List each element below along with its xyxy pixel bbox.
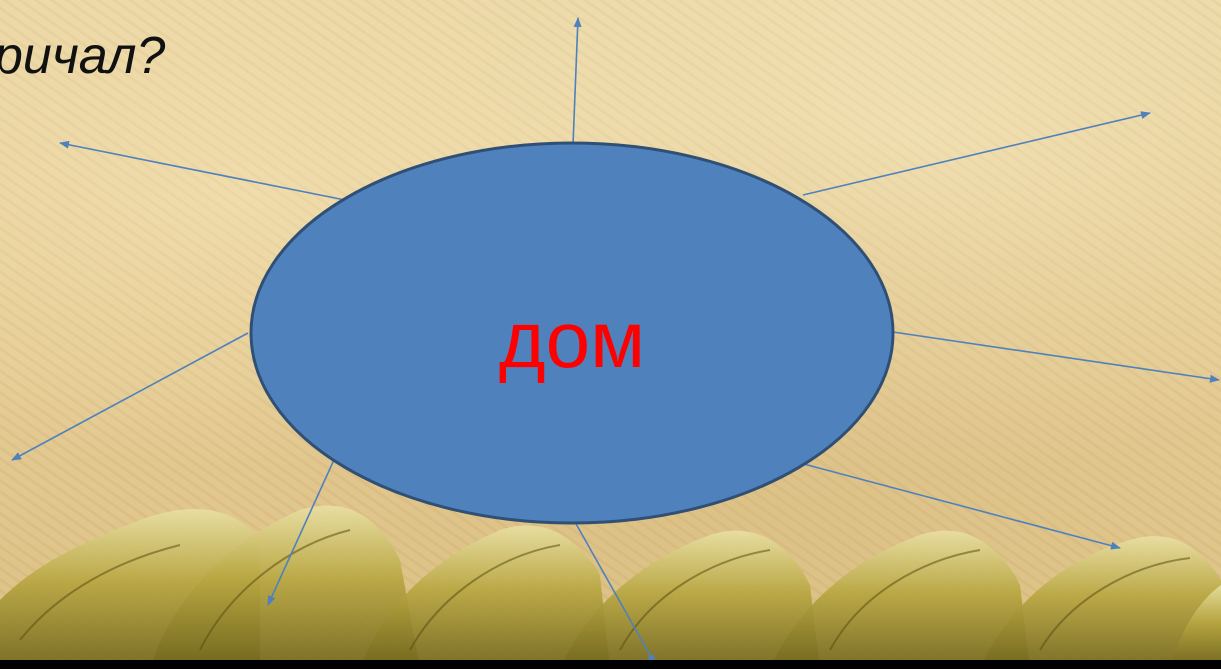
arrow-left [12, 333, 248, 460]
bottom-black-strip [0, 660, 1221, 669]
decorative-border [0, 506, 1221, 669]
arrow-up-right [803, 113, 1150, 195]
arrow-right [893, 332, 1219, 380]
arrow-up [573, 18, 578, 145]
arrow-up-left [60, 143, 345, 200]
question-text: ричал? [0, 30, 165, 82]
center-label: дом [322, 300, 822, 380]
